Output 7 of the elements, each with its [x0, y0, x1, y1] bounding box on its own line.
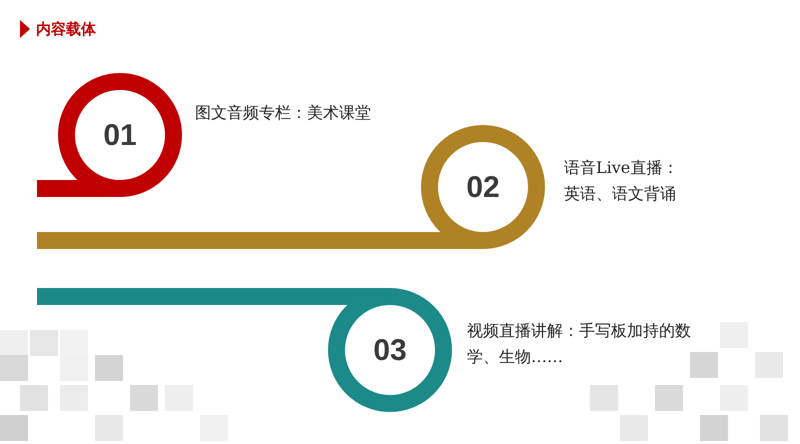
step-number: 01 [103, 118, 137, 154]
description-text: 视频直播讲解：手写板加持的数学、生物…… [467, 320, 692, 368]
step-number: 02 [466, 170, 500, 206]
description-text: 图文音频专栏：美术课堂 [195, 102, 372, 124]
description-text: 语音Live直播：英语、语文背诵 [564, 157, 680, 205]
step-number: 03 [373, 332, 407, 368]
title: 内容载体 [36, 19, 96, 40]
